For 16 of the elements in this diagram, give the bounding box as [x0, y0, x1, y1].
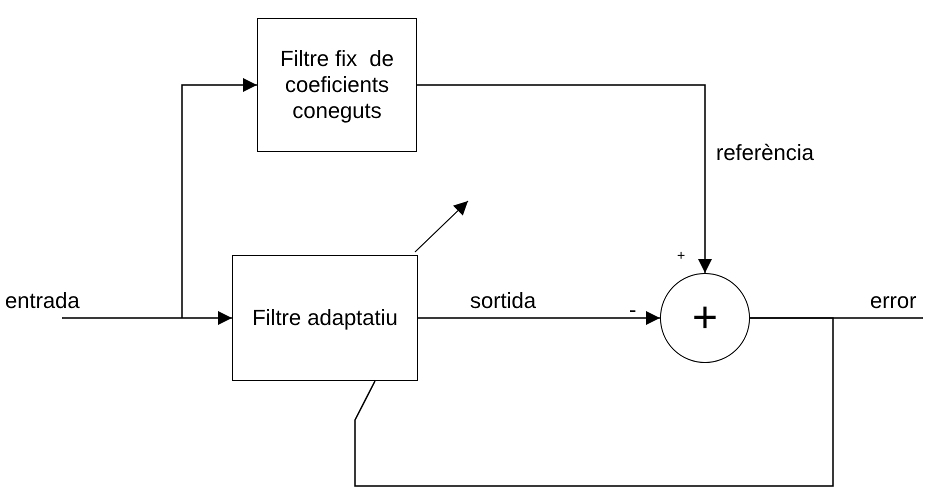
edge-label: sortida: [470, 288, 536, 314]
box-label: Filtre adaptatiu: [252, 305, 398, 331]
arrow: [62, 311, 232, 325]
arrow: [418, 311, 660, 325]
sign-label: -: [629, 297, 636, 323]
edge-label: referència: [716, 140, 814, 166]
edge-label: error: [870, 288, 916, 314]
plus-sign: +: [692, 296, 718, 340]
filter-box: [232, 255, 418, 381]
arrow: [417, 84, 712, 273]
sign-label: +: [677, 247, 686, 263]
edge-label: entrada: [5, 288, 80, 314]
feedback-line: [354, 317, 834, 487]
box-label: Filtre fix de coeficients coneguts: [279, 46, 395, 124]
filter-box: [257, 18, 417, 152]
arrow: [181, 78, 257, 318]
